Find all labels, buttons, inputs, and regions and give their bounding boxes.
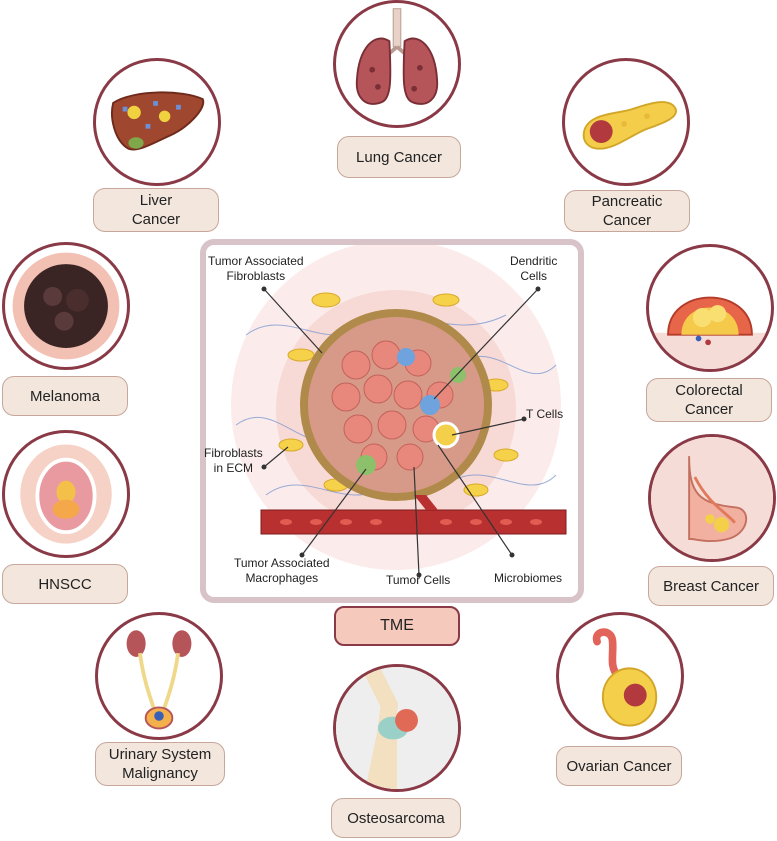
melanoma-icon — [12, 252, 120, 360]
tumor-microenvironment-illustration — [231, 245, 567, 578]
tme-panel — [200, 239, 584, 603]
osteosarcoma-label: Osteosarcoma — [331, 798, 461, 838]
mouth-icon — [20, 444, 112, 544]
pancreatic-cancer-label: Pancreatic Cancer — [564, 190, 690, 232]
tam-label: Tumor Associated Macrophages — [234, 556, 330, 585]
urinary-malignancy-label: Urinary System Malignancy — [95, 742, 225, 786]
kidney-icon — [126, 630, 192, 730]
hnscc-circle — [2, 430, 130, 558]
liver-icon — [111, 91, 205, 151]
liver-circle — [93, 58, 221, 186]
ovarian-circle — [556, 612, 684, 740]
urinary-circle — [95, 612, 223, 740]
tme-title: TME — [334, 606, 460, 646]
ovary-icon — [592, 628, 658, 727]
lung-cancer-label: Lung Cancer — [337, 136, 461, 178]
breast-cancer-label: Breast Cancer — [648, 566, 774, 606]
pancreas-circle — [562, 58, 690, 186]
microbiomes-label: Microbiomes — [494, 571, 563, 585]
knee-icon — [336, 667, 458, 789]
dendritic-cells-label: Dendritic Cells — [510, 254, 558, 283]
osteosarcoma-circle — [333, 664, 461, 792]
colorectal-cancer-label: Colorectal Cancer — [646, 378, 772, 422]
melanoma-circle — [2, 242, 130, 370]
liver-cancer-label: Liver Cancer — [93, 188, 219, 232]
pancreas-icon — [582, 101, 677, 150]
colorectal-icon — [649, 296, 771, 369]
breast-icon — [651, 437, 773, 559]
tumor-cells-label: Tumor Cells — [386, 573, 451, 587]
t-cells-label: T Cells — [526, 407, 564, 421]
hnscc-label: HNSCC — [2, 564, 128, 604]
fibroblasts-ecm-label: Fibroblasts in ECM — [204, 446, 263, 475]
lung-icon — [355, 8, 439, 105]
breast-circle — [648, 434, 776, 562]
taf-label: Tumor Associated Fibroblasts — [208, 254, 304, 283]
ovarian-cancer-label: Ovarian Cancer — [556, 746, 682, 786]
lung-circle — [333, 0, 461, 128]
melanoma-label: Melanoma — [2, 376, 128, 416]
colorectal-circle — [646, 244, 774, 372]
